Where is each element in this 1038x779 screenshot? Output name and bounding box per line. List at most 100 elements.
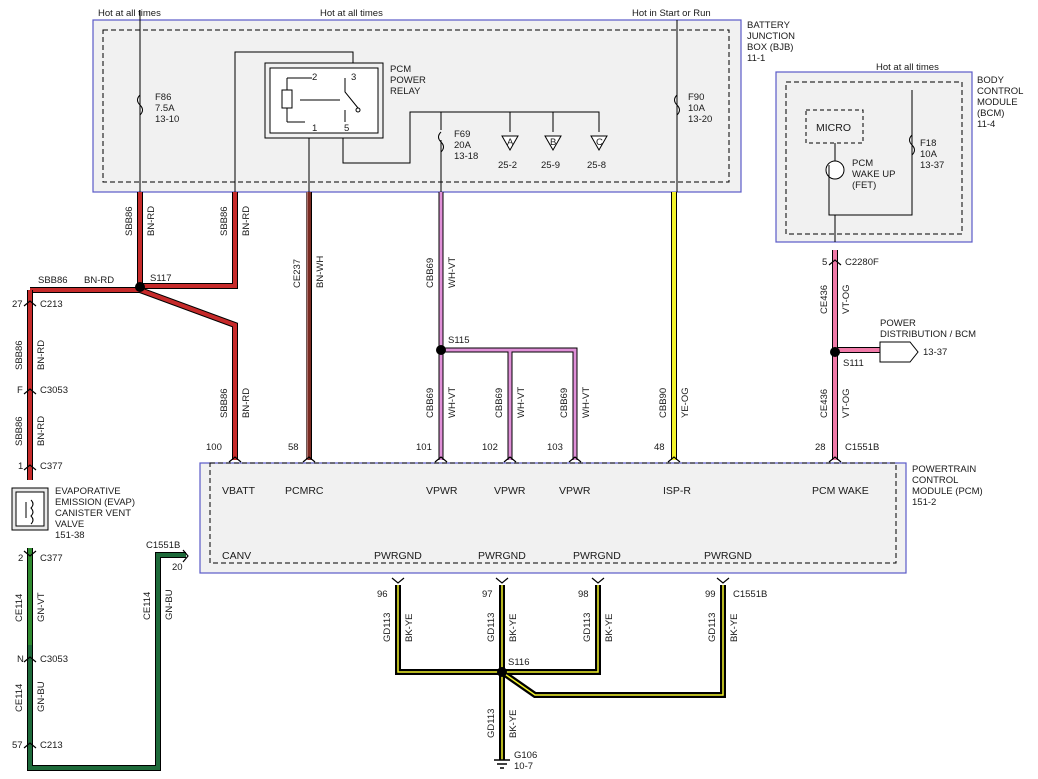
s111-label: S111 <box>843 358 864 369</box>
relay-contact-icon <box>286 77 359 123</box>
f90-ref: 13-20 <box>688 114 712 125</box>
c377-bottom-label: C377 <box>40 553 63 564</box>
bnrd-horizontal-label: BN-RD <box>84 275 114 286</box>
relay-pin5: 5 <box>344 123 349 134</box>
pcm-canv-pin: 20 <box>172 562 183 573</box>
bcm-inner-dash <box>785 81 963 235</box>
wire-label: VT-OG <box>841 388 852 418</box>
f86-label: F86 <box>155 92 171 103</box>
vt-og-wire <box>832 250 880 460</box>
bk-ye-wires <box>395 585 726 760</box>
splice-s117-icon <box>135 282 145 292</box>
pcm-wake: PCM WAKE <box>812 485 869 497</box>
wire-label: CBB69 <box>425 258 436 288</box>
pcm-canv: CANV <box>222 550 251 562</box>
connector-c-label: C <box>596 137 603 148</box>
connector-a-icon <box>501 135 519 152</box>
f18-ref: 13-37 <box>920 160 944 171</box>
fuse-f18-icon <box>909 134 915 156</box>
c3053-top-label: C3053 <box>40 385 68 396</box>
relay-pin1: 1 <box>312 123 317 134</box>
connector-chevrons <box>23 259 842 749</box>
wire-label: BK-YE <box>508 613 519 642</box>
pin27-label: 27 <box>12 299 23 310</box>
bcm-box <box>775 71 973 243</box>
wire-label: BK-YE <box>404 613 415 642</box>
relay-out-wire <box>342 111 442 164</box>
power-distribution-connector-icon <box>879 341 919 363</box>
bcm-name-line1: BODY <box>977 75 1005 86</box>
fet-line3: (FET) <box>852 180 876 191</box>
bcm-name-line2: CONTROL <box>977 86 1023 97</box>
wire-label: CBB69 <box>425 388 436 418</box>
c377-top-label: C377 <box>40 461 63 472</box>
pcm-pin-101: 101 <box>416 442 432 453</box>
wire-label: CE237 <box>292 259 303 288</box>
fet-line1: PCM <box>852 158 873 169</box>
s115-label: S115 <box>448 335 469 346</box>
wire-label: BN-RD <box>241 388 252 418</box>
wire-label: GN-VT <box>36 592 47 622</box>
g106-ref: 10-7 <box>514 761 533 772</box>
pcm-inner-dash <box>209 462 897 564</box>
wire-label: SBB86 <box>219 388 230 418</box>
c3053-bottom-label: C3053 <box>40 654 68 665</box>
wire-label: CE114 <box>142 592 153 620</box>
wire-label: CBB90 <box>658 388 669 418</box>
evap-coil-icon <box>25 499 34 525</box>
sbb86-horizontal-label: SBB86 <box>38 275 68 286</box>
f69-amps: 20A <box>454 140 472 151</box>
wire-label: CE436 <box>819 389 830 418</box>
vertical-wire-labels: SBB86 BN-RD SBB86 BN-RD CE237 BN-WH CBB6… <box>14 206 852 738</box>
connector-c-icon <box>590 135 608 152</box>
evap-line3: CANISTER VENT <box>55 508 131 519</box>
bcm-name-line3: MODULE <box>977 97 1018 108</box>
wire-label: WH-VT <box>447 257 458 288</box>
wire-label: SBB86 <box>14 416 25 446</box>
micro-label: MICRO <box>816 122 851 134</box>
wire-label: CE114 <box>14 684 25 712</box>
fuse-f86-icon <box>137 94 143 116</box>
f90-label: F90 <box>688 92 704 103</box>
fuse-f69-icon <box>438 131 444 153</box>
wire-label: WH-VT <box>581 387 592 418</box>
relay-pin2: 2 <box>312 72 317 83</box>
wire-label: CE436 <box>819 285 830 314</box>
wire-label: GN-BU <box>164 589 175 620</box>
connector-a-ref: 25-2 <box>498 160 517 171</box>
wire-label: CE114 <box>14 594 25 622</box>
bjb-feed2-label: Hot at all times <box>320 8 383 19</box>
evap-valve-inner <box>15 491 45 527</box>
wire-label: BN-RD <box>146 206 157 236</box>
connector-b-icon <box>544 135 562 152</box>
relay-line2: POWER <box>390 75 426 86</box>
connector-a-label: A <box>507 137 514 148</box>
pin1-label: 1 <box>18 461 23 472</box>
pcm-isp-r: ISP-R <box>663 485 691 497</box>
pcm-pin-100: 100 <box>206 442 222 453</box>
wire-label: GD113 <box>382 613 393 642</box>
g106-label: G106 <box>514 750 537 761</box>
wire-label: BN-RD <box>241 206 252 236</box>
pcm-pin-102: 102 <box>482 442 498 453</box>
micro-box <box>805 109 864 144</box>
splice-s116-icon <box>497 667 507 677</box>
wire-label: BN-RD <box>36 416 47 446</box>
evap-line4: VALVE <box>55 519 84 530</box>
bjb-name-line1: BATTERY <box>747 20 791 31</box>
evap-line5: 151-38 <box>55 530 85 541</box>
pcm-pwrgnd-96: PWRGND <box>374 550 422 562</box>
pin2-label: 2 <box>18 553 23 564</box>
pcm-top-connector: C1551B <box>845 442 879 453</box>
pcm-vpwr-102: VPWR <box>494 485 526 497</box>
pcm-vpwr-103: VPWR <box>559 485 591 497</box>
wire-label: WH-VT <box>447 387 458 418</box>
bcm-name-line4: (BCM) <box>977 108 1004 119</box>
relay-line3: RELAY <box>390 86 421 97</box>
evap-line2: EMISSION (EVAP) <box>55 497 135 508</box>
bcm-name-line5: 11-4 <box>977 119 995 130</box>
pcm-pin-96: 96 <box>377 589 388 600</box>
wire-label: GD113 <box>486 709 497 738</box>
